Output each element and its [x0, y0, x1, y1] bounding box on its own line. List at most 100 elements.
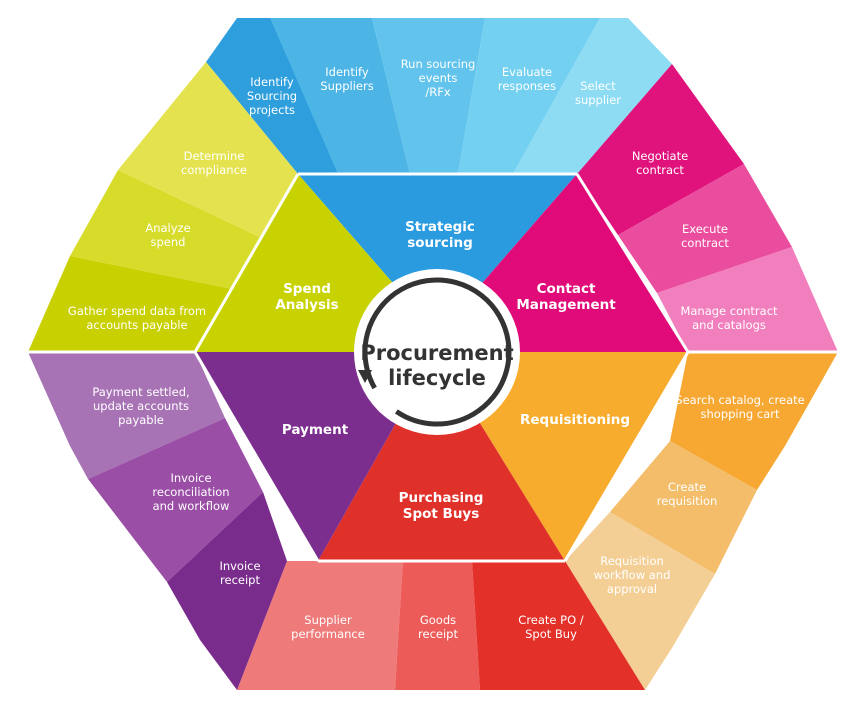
text-line: Negotiate: [632, 149, 688, 163]
step-segment: [577, 64, 744, 235]
requisitioning-core: [470, 352, 688, 561]
step-segment: [618, 164, 792, 293]
step-segment: [610, 441, 757, 574]
text-line: compliance: [181, 163, 247, 177]
step-segment: [565, 512, 715, 690]
payment-label: Payment: [282, 422, 349, 438]
purchasing-steps: [237, 561, 645, 690]
text-line: Suppliers: [320, 79, 373, 93]
text-line: Spot Buys: [403, 506, 480, 522]
text-line: Payment: [282, 422, 349, 438]
step-segment: [118, 62, 298, 240]
text-line: Analyze: [145, 221, 190, 235]
text-line: /RFx: [425, 85, 450, 99]
payment-steps: [28, 352, 287, 690]
step-segment: [458, 18, 600, 174]
text-line: and workflow: [153, 499, 230, 513]
payment-core: [195, 352, 405, 561]
step-segment: [657, 247, 838, 352]
text-line: projects: [249, 103, 295, 117]
text-line: Invoice: [219, 559, 260, 573]
text-line: Spend: [283, 281, 331, 297]
text-line: events: [419, 71, 458, 85]
text-line: Determine: [184, 149, 245, 163]
contact-management-steps: [577, 64, 838, 352]
step-segment: [28, 352, 225, 479]
cycle-arrow-icon: [358, 370, 372, 383]
core-stages: [195, 174, 688, 561]
step-segment: [372, 18, 485, 174]
cycle-ring: [362, 277, 512, 427]
text-line: approval: [607, 582, 657, 596]
spend-analysis-steps: [28, 62, 298, 352]
step-label: Create PO /Spot Buy: [518, 613, 584, 641]
text-line: update accounts: [93, 399, 189, 413]
text-line: workflow and: [594, 568, 671, 582]
text-line: Goods: [420, 613, 456, 627]
text-line: Purchasing: [399, 490, 484, 506]
center-title-line2: lifecycle: [388, 366, 486, 390]
strategic-sourcing-core: [298, 174, 577, 297]
text-line: Sourcing: [247, 89, 297, 103]
text-line: Strategic: [405, 219, 475, 235]
text-line: Invoice: [170, 471, 211, 485]
text-line: Requisitioning: [520, 412, 630, 428]
text-line: shopping cart: [701, 407, 780, 421]
step-segment: [70, 170, 266, 293]
text-line: Gather spend data from: [68, 304, 206, 318]
text-line: Identify: [250, 75, 294, 89]
step-segment: [270, 18, 410, 174]
text-line: contract: [681, 236, 729, 250]
step-segment: [237, 561, 403, 690]
requisitioning-steps: [565, 352, 838, 690]
text-line: and catalogs: [692, 318, 766, 332]
text-line: Spot Buy: [525, 627, 577, 641]
text-line: performance: [291, 627, 365, 641]
text-line: Payment settled,: [92, 385, 189, 399]
text-line: Identify: [325, 65, 369, 79]
text-line: Run sourcing: [401, 57, 476, 71]
step-segment: [670, 352, 838, 490]
text-line: Analysis: [275, 297, 338, 313]
text-line: Create PO /: [518, 613, 584, 627]
spend-analysis-core: [195, 174, 405, 352]
purchasing-core: [318, 407, 565, 561]
text-line: responses: [498, 79, 556, 93]
text-line: spend: [151, 235, 186, 249]
text-line: reconciliation: [152, 485, 229, 499]
step-segment: [88, 418, 263, 582]
text-line: receipt: [418, 627, 458, 641]
text-line: supplier: [575, 93, 621, 107]
text-line: Requisition: [600, 554, 664, 568]
text-line: Select: [580, 79, 616, 93]
separators: [28, 172, 838, 563]
center-emblem: Procurement lifecycle: [354, 269, 520, 435]
text-line: accounts payable: [86, 318, 187, 332]
step-segment: [28, 256, 252, 352]
